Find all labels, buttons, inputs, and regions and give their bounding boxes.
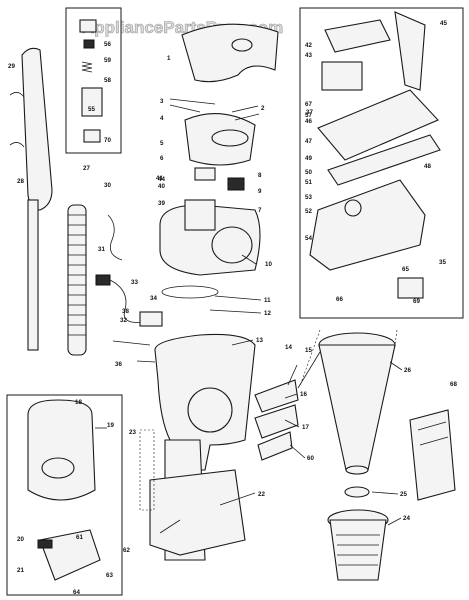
callout-57: 57 — [305, 112, 312, 119]
callout-55: 55 — [88, 106, 95, 113]
callout-48: 48 — [424, 163, 431, 170]
callout-1: 1 — [167, 55, 171, 62]
callout-labels: 1 3 2 4 5 6 44 40 39 9 8 7 10 11 12 13 1… — [8, 20, 457, 596]
cyclone-cone — [318, 332, 396, 498]
callout-14: 14 — [285, 344, 292, 351]
callout-32: 32 — [120, 317, 127, 324]
callout-38: 38 — [122, 308, 129, 315]
nozzle-parts-box — [299, 7, 464, 319]
callout-17: 17 — [302, 424, 309, 431]
callout-56: 56 — [104, 41, 111, 48]
callout-2: 2 — [261, 105, 265, 112]
callout-10: 10 — [265, 261, 272, 268]
callout-26: 26 — [404, 367, 411, 374]
callout-31: 31 — [98, 246, 105, 253]
callout-47: 47 — [305, 138, 312, 145]
motor — [159, 199, 261, 276]
callout-7: 7 — [258, 207, 262, 214]
callout-5: 5 — [160, 140, 164, 147]
callout-42: 42 — [305, 42, 312, 49]
callout-68: 68 — [450, 381, 457, 388]
callout-18: 18 — [75, 399, 82, 406]
callout-66: 66 — [336, 296, 343, 303]
callout-58: 58 — [104, 77, 111, 84]
belt — [161, 285, 219, 299]
callout-22: 22 — [258, 491, 265, 498]
callout-70: 70 — [104, 137, 111, 144]
fan-housing — [184, 113, 256, 191]
leader-lines — [95, 98, 403, 534]
callout-63: 63 — [106, 572, 113, 579]
callout-12: 12 — [264, 310, 271, 317]
cone-guide — [299, 329, 398, 387]
callout-51: 51 — [305, 179, 312, 186]
callout-6: 6 — [160, 155, 164, 162]
callout-59: 59 — [104, 57, 111, 64]
callout-44: 44 — [158, 176, 165, 183]
callout-50: 50 — [305, 169, 312, 176]
callout-39: 39 — [158, 200, 165, 207]
callout-30: 30 — [104, 182, 111, 189]
handle — [9, 47, 53, 351]
callout-41: 41 — [156, 175, 163, 182]
callout-28: 28 — [17, 178, 24, 185]
callout-13: 13 — [256, 337, 263, 344]
callout-25: 25 — [400, 491, 407, 498]
owners-manual — [409, 409, 456, 501]
callout-4: 4 — [160, 115, 164, 122]
callout-21: 21 — [17, 567, 24, 574]
callout-53: 53 — [305, 194, 312, 201]
callout-15: 15 — [305, 347, 312, 354]
callout-62: 62 — [123, 547, 130, 554]
callout-34: 34 — [150, 295, 157, 302]
callout-64: 64 — [73, 589, 80, 596]
cover-opening — [231, 38, 253, 52]
callout-37: 37 — [306, 109, 313, 116]
callout-67: 67 — [305, 101, 312, 108]
callout-61: 61 — [76, 534, 83, 541]
callout-49: 49 — [305, 155, 312, 162]
callout-35: 35 — [439, 259, 446, 266]
hose — [67, 204, 87, 356]
dashed-guide — [139, 429, 155, 511]
callout-8: 8 — [258, 172, 262, 179]
callout-19: 19 — [107, 422, 114, 429]
callout-60: 60 — [307, 455, 314, 462]
callout-9: 9 — [258, 188, 262, 195]
power-cord — [95, 214, 163, 327]
filter — [327, 509, 389, 581]
deflector-base — [257, 431, 293, 461]
deflector-lower — [254, 404, 299, 439]
callout-11: 11 — [264, 297, 271, 304]
switch-parts-box — [65, 7, 122, 154]
callout-29: 29 — [8, 63, 15, 70]
dirt-cup-box — [6, 394, 123, 596]
callout-65: 65 — [402, 266, 409, 273]
callout-46: 46 — [305, 118, 312, 125]
callout-54: 54 — [305, 235, 312, 242]
callout-69: 69 — [413, 298, 420, 305]
callout-43: 43 — [305, 52, 312, 59]
nozzle-assembly — [309, 11, 441, 299]
callout-23: 23 — [129, 429, 136, 436]
callout-16: 16 — [300, 391, 307, 398]
callout-52: 52 — [305, 208, 312, 215]
motor-cover — [181, 23, 279, 83]
dirt-cup — [27, 399, 101, 581]
callout-24: 24 — [403, 515, 410, 522]
callout-27: 27 — [83, 165, 90, 172]
callout-3: 3 — [160, 98, 164, 105]
main-body — [149, 333, 256, 561]
deflector-upper — [254, 379, 299, 413]
callout-36: 36 — [115, 361, 122, 368]
callout-45: 45 — [440, 20, 447, 27]
callout-33: 33 — [131, 279, 138, 286]
callout-20: 20 — [17, 536, 24, 543]
switch-stack — [79, 19, 103, 143]
callout-40: 40 — [158, 183, 165, 190]
